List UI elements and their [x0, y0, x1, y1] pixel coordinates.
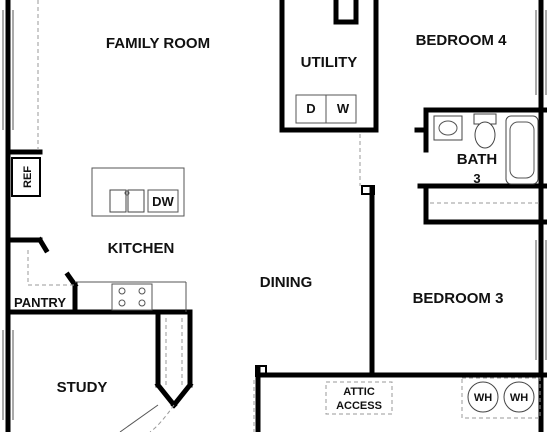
- bedroom-4-label: BEDROOM 4: [416, 32, 508, 49]
- water-heater-1-label: WH: [474, 392, 492, 404]
- bath-fixtures: [433, 113, 539, 185]
- windows: [2, 10, 547, 420]
- attic-access: ATTIC ACCESS: [325, 381, 393, 415]
- utility-label: UTILITY: [301, 54, 358, 71]
- dashed-guides: [27, 0, 541, 432]
- bath-3-label-2: 3: [473, 171, 480, 186]
- walls: [5, 0, 547, 432]
- kitchen-counter: [75, 281, 187, 312]
- water-heaters: WH WH: [461, 377, 541, 419]
- laundry: D W: [295, 94, 357, 124]
- pantry-label: PANTRY: [14, 295, 66, 310]
- water-heater-2-label: WH: [510, 392, 528, 404]
- washer-label: W: [337, 101, 350, 116]
- kitchen-label: KITCHEN: [108, 240, 175, 257]
- room-labels: FAMILY ROOM UTILITY BEDROOM 4 BATH 3 KIT…: [14, 32, 507, 396]
- attic-access-label-2: ACCESS: [336, 400, 382, 412]
- refrigerator: REF: [11, 157, 41, 197]
- study-door: [119, 404, 175, 432]
- kitchen-island: DW: [91, 167, 185, 217]
- refrigerator-label: REF: [22, 166, 34, 188]
- bedroom-3-label: BEDROOM 3: [413, 290, 504, 307]
- dishwasher-label: DW: [152, 194, 174, 209]
- bath-3-label-1: BATH: [457, 151, 498, 168]
- family-room-label: FAMILY ROOM: [106, 35, 210, 52]
- dryer-label: D: [306, 101, 315, 116]
- dining-label: DINING: [260, 274, 313, 291]
- attic-access-label-1: ATTIC: [343, 386, 375, 398]
- study-label: STUDY: [57, 379, 108, 396]
